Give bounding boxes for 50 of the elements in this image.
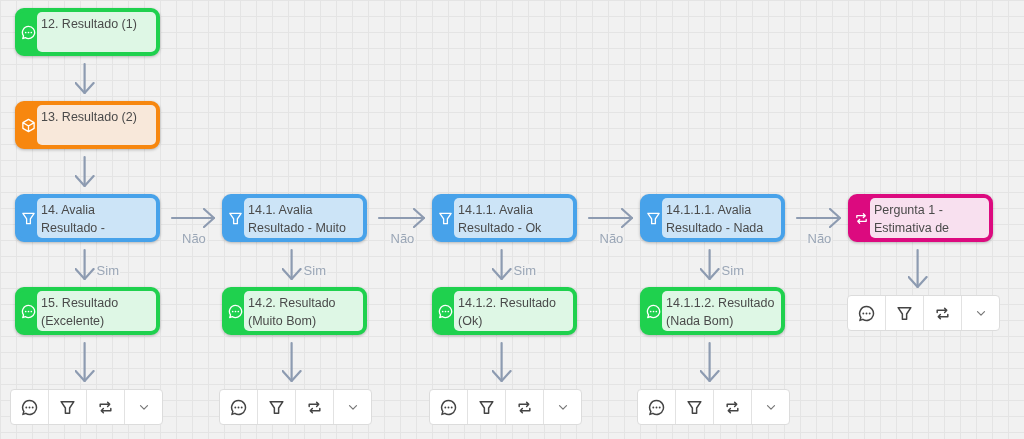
step-title: 13. Resultado (2) xyxy=(41,109,138,126)
edge-label: Não xyxy=(389,232,416,246)
arrow xyxy=(281,248,302,281)
add-step-toolbar xyxy=(219,389,372,425)
arrow xyxy=(699,248,720,281)
step-card xyxy=(15,194,160,242)
add-step-toolbar xyxy=(847,295,1000,331)
step-title: 14.1.1.2. Resultado (Nada Bom) xyxy=(666,295,776,330)
arrow xyxy=(699,341,720,383)
edge-label: Sim xyxy=(95,263,120,278)
edge-label: Não xyxy=(806,232,833,246)
step-card xyxy=(432,287,577,335)
step-title: 14. Avalia Resultado - xyxy=(41,202,106,237)
step-title: 12. Resultado (1) xyxy=(41,16,138,33)
arrow xyxy=(74,341,95,383)
step-card xyxy=(640,287,785,335)
arrow xyxy=(377,207,426,229)
step-card xyxy=(15,287,160,335)
step-title: 14.1. Avalia Resultado - Muito xyxy=(248,202,347,237)
step-card xyxy=(15,8,160,56)
step-card xyxy=(432,194,577,242)
step-title: 14.2. Resultado (Muito Bom) xyxy=(248,295,337,330)
step-card xyxy=(222,194,367,242)
step-title: 15. Resultado (Excelente) xyxy=(41,295,120,330)
step-card xyxy=(640,194,785,242)
arrow xyxy=(491,341,512,383)
step-title: 14.1.1. Avalia Resultado - Ok xyxy=(458,202,543,237)
edge-label: Sim xyxy=(302,263,327,278)
edge-label: Não xyxy=(598,232,625,246)
add-step-toolbar xyxy=(10,389,163,425)
edge-label: Não xyxy=(181,232,207,246)
arrow xyxy=(587,207,634,229)
arrow xyxy=(795,207,842,229)
add-step-toolbar xyxy=(429,389,582,425)
step-title: 14.1.2. Resultado (Ok) xyxy=(458,295,557,330)
arrow xyxy=(907,248,928,289)
arrow xyxy=(74,248,95,281)
arrow xyxy=(74,62,95,95)
step-card xyxy=(848,194,993,242)
step-card xyxy=(15,101,160,149)
arrow xyxy=(491,248,512,281)
step-title: 14.1.1.1. Avalia Resultado - Nada xyxy=(666,202,765,237)
step-card xyxy=(222,287,367,335)
edge-label: Sim xyxy=(720,263,745,278)
arrow xyxy=(281,341,302,383)
add-step-toolbar xyxy=(637,389,790,425)
edge-label: Sim xyxy=(512,263,537,278)
arrow xyxy=(170,207,216,229)
step-title: Pergunta 1 - Estimativa de xyxy=(874,202,951,237)
arrow xyxy=(74,155,95,188)
